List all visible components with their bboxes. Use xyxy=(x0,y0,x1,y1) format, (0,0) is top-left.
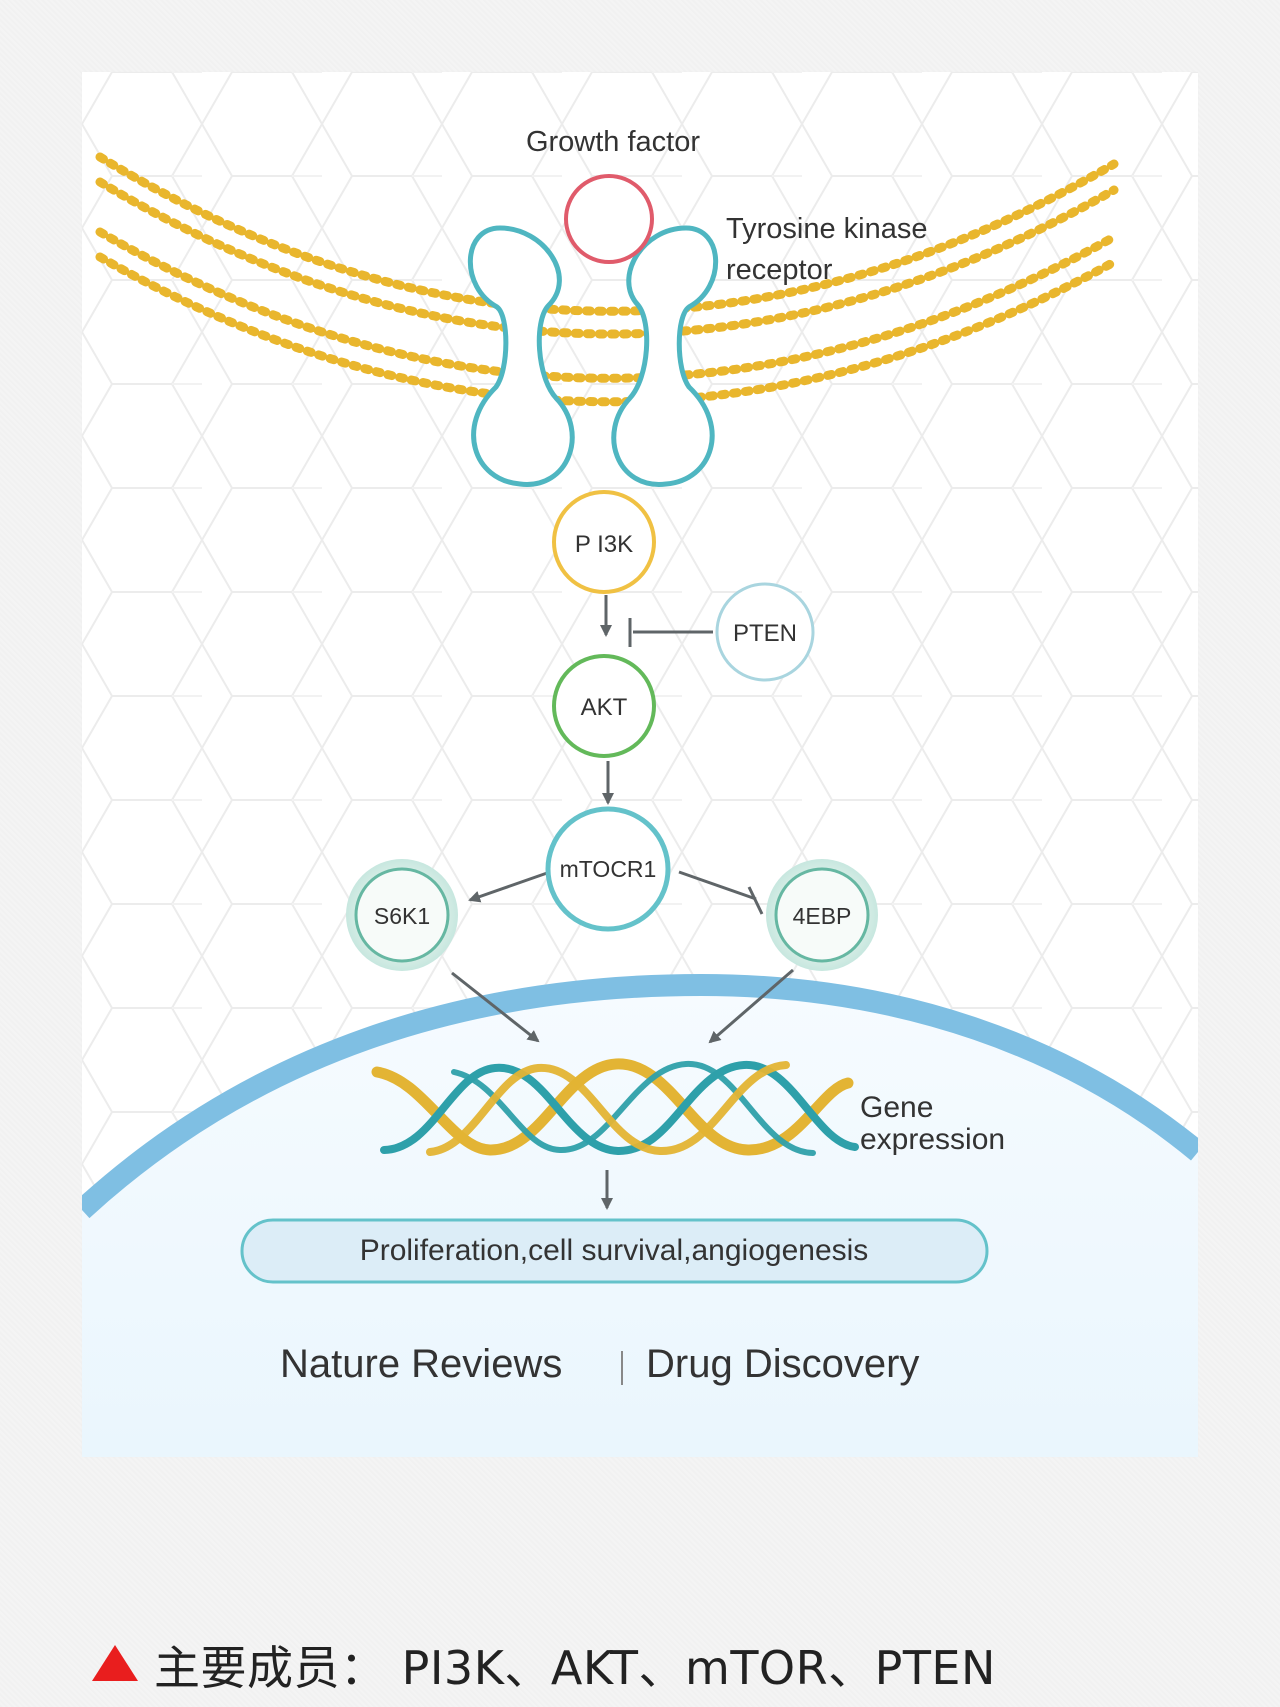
outcome-label: Proliferation,cell survival,angiogenesis xyxy=(360,1234,869,1267)
mtocr1-to-s6k1-arrow xyxy=(468,870,551,903)
mtocr1-label: mTOCR1 xyxy=(560,856,657,882)
tyrosine-kinase-receptor xyxy=(467,225,719,487)
members-caption-text: 主要成员： PI3K、AKT、mTOR、PTEN xyxy=(154,1641,996,1695)
outcome-box: Proliferation,cell survival,angiogenesis xyxy=(240,1218,989,1284)
mtocr1-to-4ebp-inhibition-bar xyxy=(747,886,764,915)
receptor-label-line1: Tyrosine kinase xyxy=(726,213,928,245)
4ebp-node: 4EBP xyxy=(766,859,878,971)
gene-expression-label-line1: Gene xyxy=(860,1091,933,1124)
source-section-name: Drug Discovery xyxy=(646,1342,919,1386)
dna-helix-icon xyxy=(371,1058,859,1156)
pi3k-node: P I3K xyxy=(552,490,656,594)
akt-node: AKT xyxy=(552,654,656,758)
pathway-diagram-panel: Growth factor Tyrosine kinase receptor P… xyxy=(82,72,1198,1457)
mtocr1-to-4ebp-inhibition-line xyxy=(678,870,757,901)
source-credit: Nature Reviews Drug Discovery xyxy=(280,1342,919,1386)
nuclear-membrane xyxy=(82,973,1198,1219)
receptor-label-line2: receptor xyxy=(726,254,833,286)
s6k1-label: S6K1 xyxy=(374,903,430,929)
pi3k-akt-mtor-diagram: Growth factor Tyrosine kinase receptor P… xyxy=(82,72,1198,1457)
pten-node: PTEN xyxy=(715,582,815,682)
4ebp-label: 4EBP xyxy=(793,903,852,929)
akt-label: AKT xyxy=(581,694,628,721)
growth-factor-circle xyxy=(564,174,654,264)
gene-expression-label-line2: expression xyxy=(860,1123,1005,1156)
growth-factor-label: Growth factor xyxy=(526,126,700,158)
pten-label: PTEN xyxy=(733,620,797,647)
4ebp-to-dna-arrow xyxy=(708,968,794,1044)
pi3k-label: P I3K xyxy=(575,531,633,558)
s6k1-node: S6K1 xyxy=(346,859,458,971)
members-caption: 主要成员： PI3K、AKT、mTOR、PTEN xyxy=(92,1633,996,1697)
mtocr1-node: mTOCR1 xyxy=(545,806,671,932)
cell-membrane xyxy=(95,152,1119,407)
source-journal-name: Nature Reviews xyxy=(280,1342,562,1386)
s6k1-to-dna-arrow xyxy=(451,971,540,1043)
red-triangle-icon xyxy=(92,1645,138,1681)
